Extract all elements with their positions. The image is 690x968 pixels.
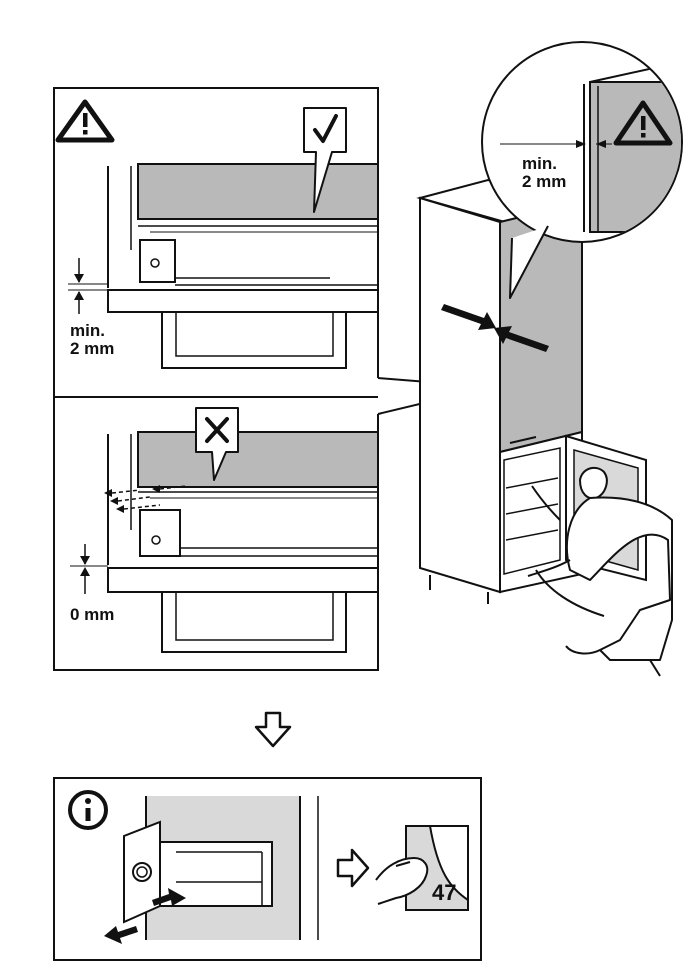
correct-installation-detail xyxy=(68,163,379,369)
top-clearance-label-min: min. xyxy=(70,321,105,340)
slide-arrows xyxy=(104,888,186,944)
tall-cabinet xyxy=(416,178,586,604)
magnified-detail xyxy=(481,41,683,299)
bottom-clearance-label: 0 mm xyxy=(70,605,115,624)
hinge-adjustment-detail xyxy=(123,796,319,940)
circle-clearance-label-min: min. xyxy=(522,154,557,173)
page-reference-number: 47 xyxy=(432,880,457,905)
circle-clearance-label-value: 2 mm xyxy=(522,172,567,191)
down-arrow-icon xyxy=(254,711,292,748)
cross-icon xyxy=(195,407,239,481)
person-installing xyxy=(527,466,673,677)
top-clearance-label-value: 2 mm xyxy=(70,339,115,358)
push-arrows xyxy=(441,304,549,352)
page-turn-icon xyxy=(375,825,469,911)
incorrect-installation-detail xyxy=(70,431,379,653)
warning-triangle-icon xyxy=(55,99,115,143)
info-icon xyxy=(68,790,108,830)
warning-triangle-small-icon xyxy=(613,100,673,146)
right-arrow-icon xyxy=(336,848,370,888)
check-icon xyxy=(303,107,347,213)
